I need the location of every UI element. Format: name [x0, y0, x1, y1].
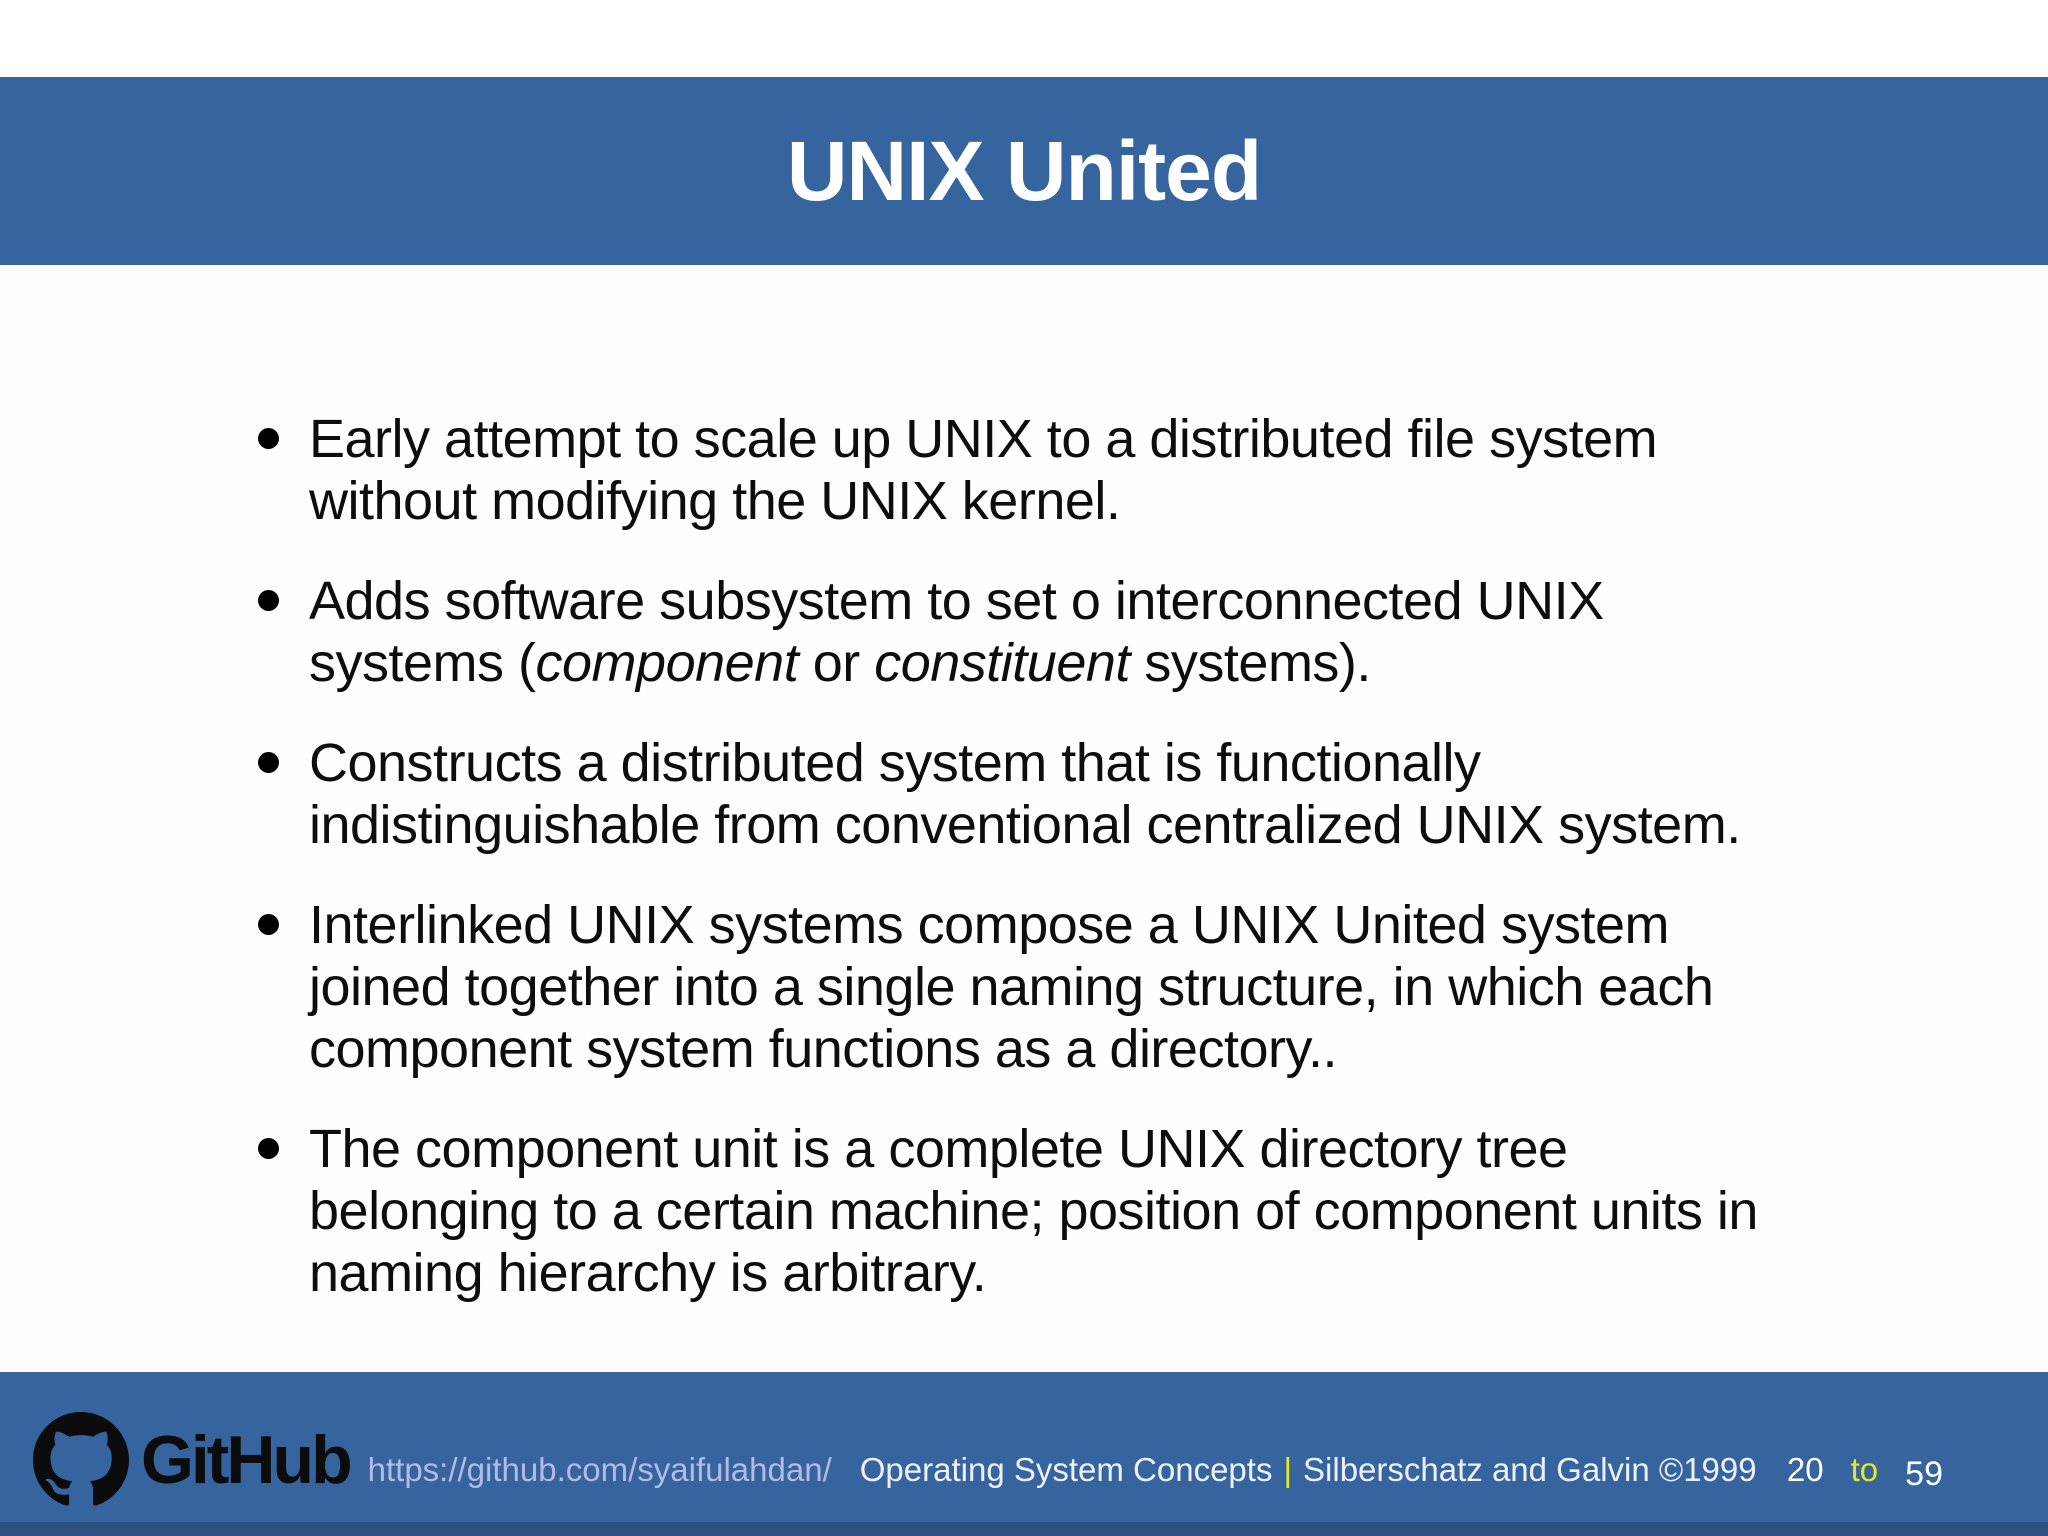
- footer-bar: GitHub https://github.com/syaifulahdan/ …: [0, 1372, 2048, 1522]
- bullet-text: Adds software subsystem to set o interco…: [309, 571, 1604, 693]
- bullet-text: The component unit is a complete UNIX di…: [309, 1119, 1758, 1303]
- bullet-icon: [258, 914, 279, 935]
- list-item: Early attempt to scale up UNIX to a dist…: [258, 408, 2008, 532]
- page-total: 59: [1905, 1454, 1943, 1493]
- page-title: UNIX United: [786, 123, 1262, 218]
- bullet-icon: [258, 428, 279, 449]
- github-brand: GitHub: [33, 1412, 353, 1508]
- course-title: Operating System Concepts: [859, 1451, 1273, 1488]
- github-wordmark: GitHub: [141, 1422, 353, 1498]
- list-item: The component unit is a complete UNIX di…: [258, 1118, 2008, 1304]
- separator-pipe: |: [1283, 1451, 1293, 1488]
- bullet-icon: [258, 590, 279, 611]
- github-octocat-icon: [33, 1412, 129, 1506]
- page-current: 20: [1786, 1450, 1824, 1488]
- list-item: Interlinked UNIX systems compose a UNIX …: [258, 894, 2008, 1080]
- page-connector: to: [1850, 1450, 1879, 1488]
- authors-copyright: Silberschatz and Galvin ©1999: [1303, 1451, 1757, 1488]
- list-item: Constructs a distributed system that is …: [258, 732, 2008, 856]
- top-margin: [0, 0, 2048, 77]
- page-indicator: 20 to 59: [1786, 1450, 1943, 1493]
- footer-credits: https://github.com/syaifulahdan/ Operati…: [368, 1451, 1757, 1489]
- bullet-icon: [258, 752, 279, 773]
- bullet-list: Early attempt to scale up UNIX to a dist…: [258, 408, 2008, 1304]
- bullet-text: Constructs a distributed system that is …: [309, 733, 1741, 855]
- bullet-text: Interlinked UNIX systems compose a UNIX …: [309, 895, 1714, 1079]
- slide-body: Early attempt to scale up UNIX to a dist…: [0, 265, 2048, 1372]
- list-item: Adds software subsystem to set o interco…: [258, 570, 2008, 694]
- bullet-icon: [258, 1138, 279, 1159]
- bullet-text: Early attempt to scale up UNIX to a dist…: [309, 409, 1658, 531]
- repo-link[interactable]: https://github.com/syaifulahdan/: [367, 1451, 832, 1488]
- bottom-edge: [0, 1522, 2048, 1536]
- title-bar: UNIX United: [0, 77, 2048, 265]
